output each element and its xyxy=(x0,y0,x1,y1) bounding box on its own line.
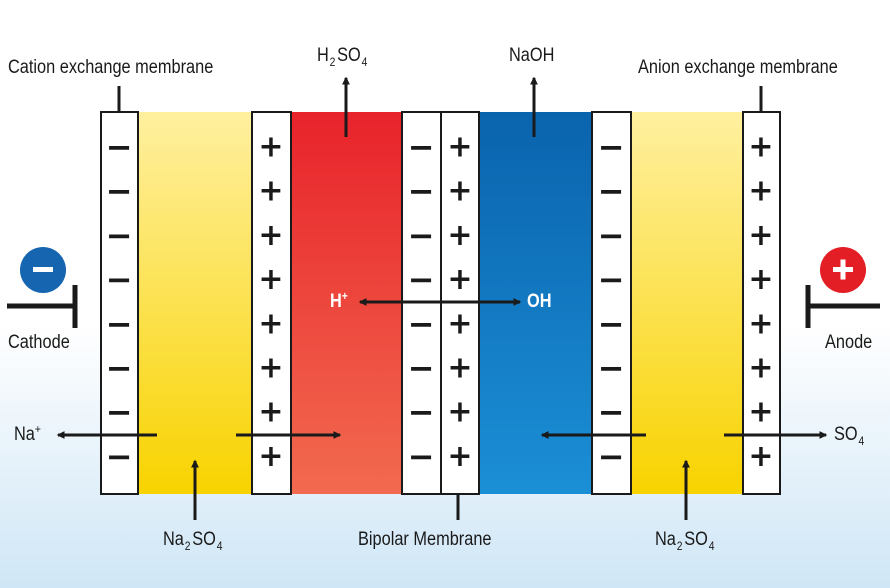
na-ion-na: Na xyxy=(14,424,35,445)
plus-charge-anion-1: + xyxy=(258,262,283,297)
minus-charge-bipolar-cation: − xyxy=(408,349,435,387)
so4-ion-label: SO4 xyxy=(834,424,866,447)
so4-ion-so: SO xyxy=(834,424,858,445)
plus-charge-anion-2: + xyxy=(748,351,773,386)
h-ion-label: H+ xyxy=(330,289,348,312)
feed-compartment-left xyxy=(138,112,252,494)
plus-charge-bipolar-anion: + xyxy=(447,130,472,165)
plus-charge-anion-1: + xyxy=(258,351,283,386)
h2so4-sub2: 2 xyxy=(329,55,336,69)
plus-charge-anion-2: + xyxy=(748,306,773,341)
plus-charge-anion-1: + xyxy=(258,218,283,253)
anion-membrane-2 xyxy=(742,111,781,495)
plus-charge-anion-1: + xyxy=(258,306,283,341)
na-ion-sup: + xyxy=(34,422,41,436)
feed-compartment-right xyxy=(631,112,743,494)
na2so4-right-so: SO xyxy=(684,529,708,550)
na2so4-left-label: Na2SO4 xyxy=(163,529,224,552)
h2so4-h: H xyxy=(317,45,329,66)
minus-charge-cation-2: − xyxy=(598,437,625,475)
anode-label: Anode xyxy=(825,332,873,353)
na2so4-left-so: SO xyxy=(192,529,216,550)
minus-charge-cation-1: − xyxy=(106,349,133,387)
minus-charge-bipolar-cation: − xyxy=(408,393,435,431)
anion-membrane-label: Anion exchange membrane xyxy=(638,57,838,78)
h2so4-so: SO xyxy=(337,45,361,66)
minus-charge-cation-2: − xyxy=(598,261,625,299)
so4-ion-sub4: 4 xyxy=(858,434,865,448)
plus-charge-anion-1: + xyxy=(258,130,283,165)
minus-charge-cation-2: − xyxy=(598,216,625,254)
minus-charge-bipolar-cation: − xyxy=(408,216,435,254)
minus-charge-bipolar-cation: − xyxy=(408,305,435,343)
minus-charge-cation-1: − xyxy=(106,216,133,254)
minus-charge-bipolar-cation: − xyxy=(408,128,435,166)
plus-charge-anion-2: + xyxy=(748,439,773,474)
plus-charge-bipolar-anion: + xyxy=(447,306,472,341)
cation-membrane-label: Cation exchange membrane xyxy=(8,57,214,78)
plus-charge-anion-2: + xyxy=(748,395,773,430)
plus-charge-anion-2: + xyxy=(748,262,773,297)
minus-circle-icon xyxy=(20,247,66,293)
membrane-charges: −−−−−−−−++++++++−−−−−−−−++++++++−−−−−−−−… xyxy=(106,128,774,475)
minus-charge-bipolar-cation: − xyxy=(408,172,435,210)
minus-charge-cation-2: − xyxy=(598,349,625,387)
minus-charge-cation-2: − xyxy=(598,128,625,166)
cation-membrane-2 xyxy=(591,111,632,495)
plus-charge-anion-2: + xyxy=(748,174,773,209)
anion-membrane-1 xyxy=(251,111,292,495)
plus-charge-anion-2: + xyxy=(748,218,773,253)
minus-charge-bipolar-cation: − xyxy=(408,437,435,475)
na2so4-right-na: Na xyxy=(655,529,676,550)
na2so4-left-sub2: 2 xyxy=(184,539,191,553)
na2so4-right-sub4: 4 xyxy=(708,539,715,553)
plus-charge-bipolar-anion: + xyxy=(447,351,472,386)
minus-charge-cation-1: − xyxy=(106,172,133,210)
plus-charge-bipolar-anion: + xyxy=(447,395,472,430)
na2so4-left-na: Na xyxy=(163,529,184,550)
h2so4-sub4: 4 xyxy=(361,55,368,69)
minus-charge-cation-1: − xyxy=(106,128,133,166)
minus-charge-cation-2: − xyxy=(598,172,625,210)
h-ion-sup: + xyxy=(341,289,348,303)
plus-charge-anion-1: + xyxy=(258,174,283,209)
na2so4-right-sub2: 2 xyxy=(676,539,683,553)
plus-circle-icon xyxy=(820,247,866,293)
plus-charge-anion-1: + xyxy=(258,439,283,474)
minus-charge-cation-2: − xyxy=(598,393,625,431)
h-ion-h: H xyxy=(330,291,342,312)
minus-charge-cation-1: − xyxy=(106,437,133,475)
minus-charge-cation-1: − xyxy=(106,305,133,343)
minus-charge-cation-1: − xyxy=(106,261,133,299)
plus-charge-bipolar-anion: + xyxy=(447,439,472,474)
minus-charge-cation-1: − xyxy=(106,393,133,431)
na2so4-left-sub4: 4 xyxy=(216,539,223,553)
cathode-label: Cathode xyxy=(8,332,70,353)
plus-charge-anion-1: + xyxy=(258,395,283,430)
na-ion-label: Na+ xyxy=(14,422,41,445)
h2so4-label: H2SO4 xyxy=(317,45,369,68)
oh-ion-label: OH xyxy=(527,291,552,312)
plus-charge-anion-2: + xyxy=(748,130,773,165)
na2so4-right-label: Na2SO4 xyxy=(655,529,716,552)
bipolar-membrane-label: Bipolar Membrane xyxy=(358,529,492,550)
naoh-label: NaOH xyxy=(509,45,555,66)
plus-charge-bipolar-anion: + xyxy=(447,262,472,297)
minus-charge-cation-2: − xyxy=(598,305,625,343)
plus-charge-bipolar-anion: + xyxy=(447,174,472,209)
plus-charge-bipolar-anion: + xyxy=(447,218,472,253)
minus-charge-bipolar-cation: − xyxy=(408,261,435,299)
